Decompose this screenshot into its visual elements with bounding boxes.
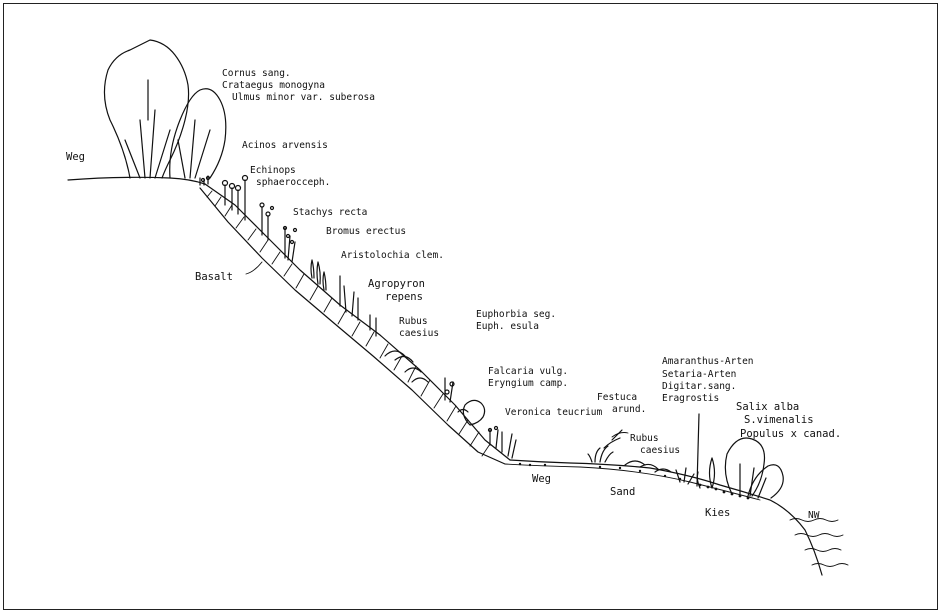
label-falcaria-1: Falcaria vulg. [488,366,568,377]
label-agropyron-1: Agropyron [368,278,425,290]
label-salix-2: S.vimenalis [744,414,814,426]
label-falcaria-2: Eryngium camp. [488,378,568,389]
label-cornus: Cornus sang. [222,68,291,79]
label-salix-3: Populus x canad. [740,428,841,440]
top-ground-line [68,177,205,184]
label-salix-1: Salix alba [736,401,799,413]
label-festuca-2: arund. [612,404,646,415]
label-nw: NW [808,510,820,521]
label-setaria: Setaria-Arten [662,369,736,380]
label-weg-top: Weg [66,151,85,163]
label-rubus-1a: Rubus [399,316,428,327]
label-crataegus: Crataegus monogyna [222,80,325,91]
label-echinops-2: sphaerocceph. [256,177,330,188]
label-ulmus: Ulmus minor var. suberosa [232,92,375,103]
label-rubus-2a: Rubus [630,433,659,444]
label-digitar: Digitar.sang. [662,381,736,392]
label-acinos: Acinos arvensis [242,140,328,151]
label-stachys: Stachys recta [293,207,367,218]
label-aristolochia: Aristolochia clem. [341,250,444,261]
tree-shrub-group-top [104,40,225,178]
label-echinops-1: Echinops [250,165,296,176]
label-basalt: Basalt [195,271,233,283]
label-veronica: Veronica teucrium [505,407,603,418]
label-kies: Kies [705,507,730,519]
label-euphorbia-1: Euphorbia seg. [476,309,556,320]
basalt-pointer [246,262,262,274]
labels: Weg Cornus sang. Crataegus monogyna Ulmu… [66,68,841,521]
label-sand: Sand [610,486,635,498]
label-euphorbia-2: Euph. esula [476,321,539,332]
slope-plants [200,176,783,499]
label-amaranthus: Amaranthus-Arten [662,356,754,367]
label-festuca-1: Festuca [597,392,637,403]
festuca-pointer [612,433,628,438]
label-weg-bottom: Weg [532,473,551,485]
label-bromus: Bromus erectus [326,226,406,237]
label-rubus-2b: caesius [640,445,680,456]
label-agropyron-2: repens [385,291,423,303]
label-eragrostis: Eragrostis [662,393,719,404]
label-rubus-1b: caesius [399,328,439,339]
water-waves [790,519,848,567]
